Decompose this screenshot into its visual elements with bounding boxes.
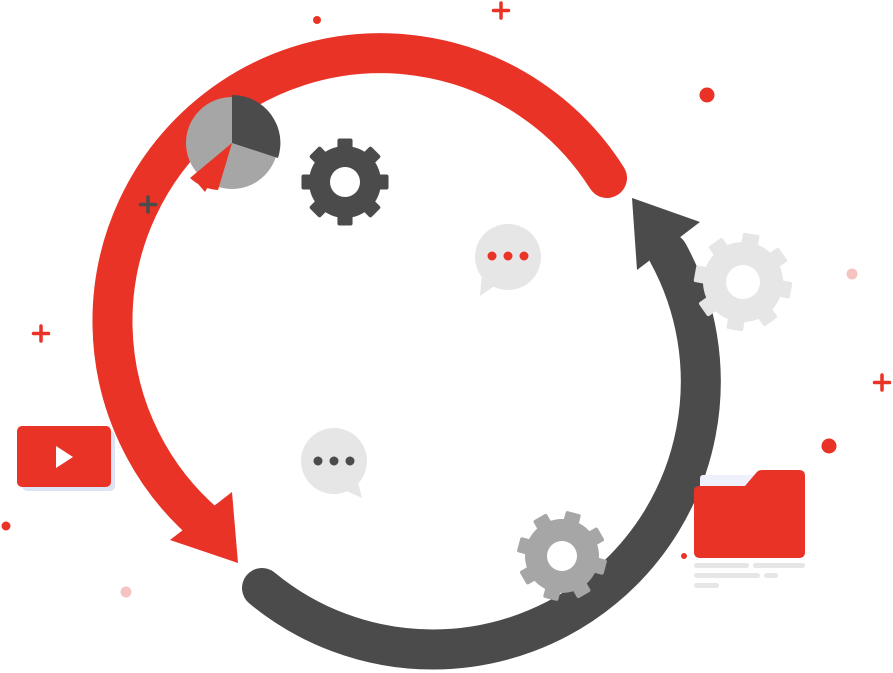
- video-play-icon: [17, 426, 115, 491]
- plus-sparkle: [31, 1, 892, 392]
- dark-cycle-arrow-arc: [242, 233, 721, 670]
- folder-icon: [694, 470, 805, 588]
- dot-sparkle: [1, 16, 858, 598]
- pie-chart-icon: [186, 94, 281, 192]
- gear-icon: [517, 511, 607, 601]
- red-arrowhead: [170, 492, 238, 563]
- gear-icon: [693, 232, 793, 332]
- chat-bubble-icon: [475, 224, 541, 296]
- chat-bubble-icon: [301, 428, 367, 498]
- gear-icon: [301, 138, 389, 226]
- dark-arrowhead: [632, 198, 700, 270]
